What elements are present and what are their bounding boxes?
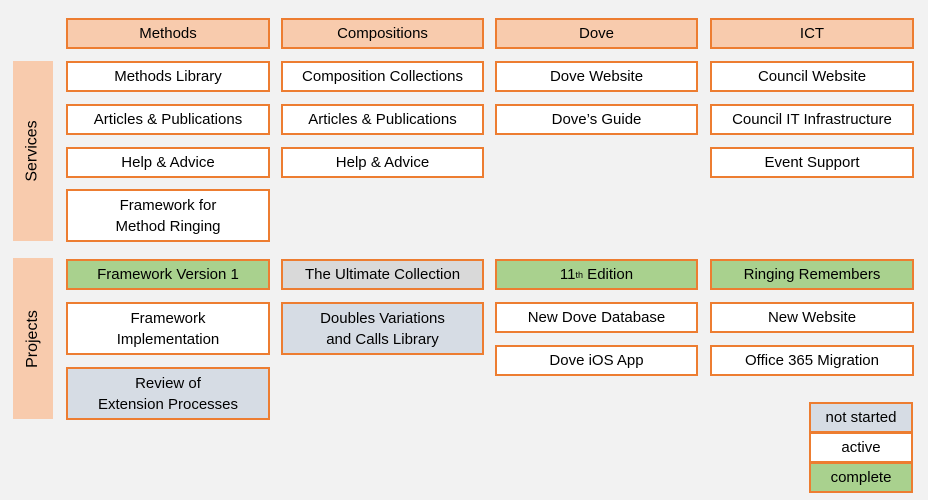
project-review-extension-processes: Review of Extension Processes	[66, 367, 270, 420]
service-compositions-help: Help & Advice	[281, 147, 484, 178]
project-framework-version-1: Framework Version 1	[66, 259, 270, 290]
header-dove: Dove	[495, 18, 698, 49]
header-ict: ICT	[710, 18, 914, 49]
project-new-website: New Website	[710, 302, 914, 333]
project-framework-implementation: Framework Implementation	[66, 302, 270, 355]
service-event-support: Event Support	[710, 147, 914, 178]
service-composition-collections: Composition Collections	[281, 61, 484, 92]
legend-active: active	[809, 432, 913, 463]
legend-complete: complete	[809, 462, 913, 493]
service-methods-help: Help & Advice	[66, 147, 270, 178]
service-doves-guide: Dove’s Guide	[495, 104, 698, 135]
project-ringing-remembers: Ringing Remembers	[710, 259, 914, 290]
service-methods-library: Methods Library	[66, 61, 270, 92]
service-methods-framework: Framework for Method Ringing	[66, 189, 270, 242]
service-dove-website: Dove Website	[495, 61, 698, 92]
project-dove-ios-app: Dove iOS App	[495, 345, 698, 376]
header-compositions: Compositions	[281, 18, 484, 49]
project-doubles-variations: Doubles Variations and Calls Library	[281, 302, 484, 355]
project-ultimate-collection: The Ultimate Collection	[281, 259, 484, 290]
edition-number: 11	[559, 266, 576, 283]
project-office-365-migration: Office 365 Migration	[710, 345, 914, 376]
service-council-it-infrastructure: Council IT Infrastructure	[710, 104, 914, 135]
header-methods: Methods	[66, 18, 270, 49]
service-compositions-articles: Articles & Publications	[281, 104, 484, 135]
projects-label: Projects	[24, 309, 42, 368]
service-methods-articles: Articles & Publications	[66, 104, 270, 135]
service-council-website: Council Website	[710, 61, 914, 92]
services-label: Services	[24, 120, 42, 182]
edition-word: Edition	[583, 266, 634, 283]
services-sidebar: Services	[13, 61, 53, 241]
projects-sidebar: Projects	[13, 258, 53, 419]
project-new-dove-database: New Dove Database	[495, 302, 698, 333]
legend-not-started: not started	[809, 402, 913, 433]
